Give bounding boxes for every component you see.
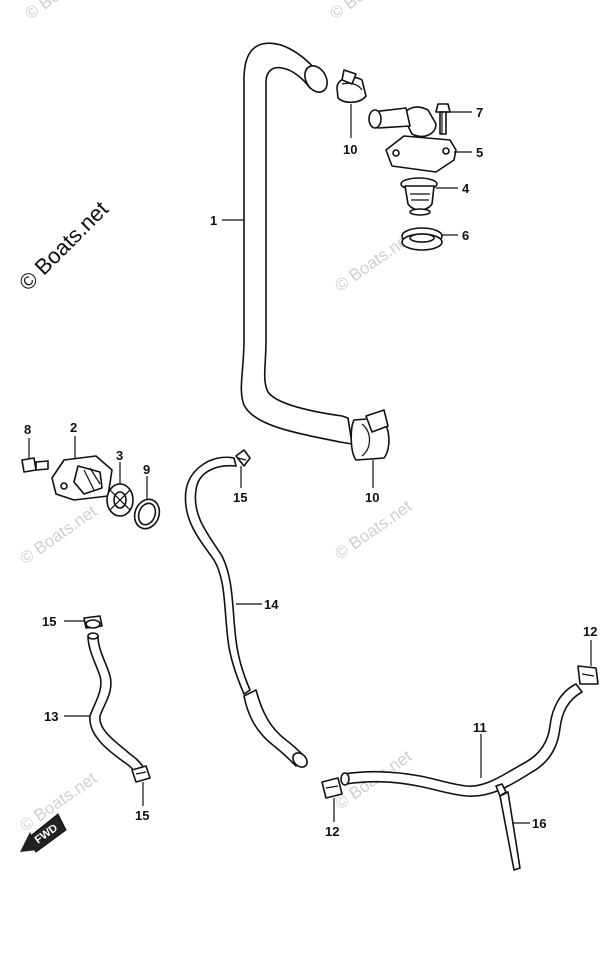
thermostat-part-4 <box>400 177 438 216</box>
callout-16: 16 <box>532 816 546 831</box>
callout-10-top: 10 <box>343 142 357 157</box>
callout-11: 11 <box>473 720 487 735</box>
callout-10-lower: 10 <box>365 490 379 505</box>
callout-15-b: 15 <box>42 614 56 629</box>
seal-part-6 <box>401 227 443 251</box>
copyright-label: © Boats.net <box>14 196 113 295</box>
clip-part-15-b <box>83 615 103 629</box>
callout-1: 1 <box>210 213 217 228</box>
callout-6: 6 <box>462 228 469 243</box>
pump-housing-part-2 <box>51 455 113 501</box>
watermark-text: © Boats.net <box>331 496 415 563</box>
watermark-text: © Boats.net <box>21 0 105 23</box>
thermostat-cover-part-5 <box>368 106 457 173</box>
callout-2: 2 <box>70 420 77 435</box>
callout-8: 8 <box>24 422 31 437</box>
hose-part-11 <box>340 683 583 797</box>
impeller-part-3 <box>106 483 134 517</box>
callout-7: 7 <box>476 105 483 120</box>
clip-part-12-right <box>577 665 599 685</box>
clip-part-10-top <box>336 69 367 104</box>
callout-5: 5 <box>476 145 483 160</box>
callout-numbers: 1 10 7 5 4 6 10 8 2 3 9 15 14 15 13 15 1… <box>24 105 597 839</box>
callout-12-right: 12 <box>583 624 597 639</box>
hose-part-1 <box>240 42 353 445</box>
cable-tie-part-16 <box>495 783 521 871</box>
callout-14: 14 <box>264 597 279 612</box>
callout-13: 13 <box>44 709 58 724</box>
o-ring-part-9 <box>133 498 161 530</box>
bolt-part-8 <box>21 457 49 473</box>
callout-4: 4 <box>462 181 470 196</box>
watermark-text: © Boats.net <box>326 0 410 23</box>
hose-part-13 <box>87 632 145 775</box>
hose-part-14 <box>184 456 308 768</box>
callout-15-a: 15 <box>233 490 247 505</box>
bolt-part-7 <box>435 103 451 135</box>
clip-part-15-a <box>235 449 251 467</box>
clip-part-15-c <box>131 765 151 783</box>
leader-lines <box>28 104 592 824</box>
watermark-text: © Boats.net <box>16 501 100 568</box>
callout-3: 3 <box>116 448 123 463</box>
callout-15-c: 15 <box>135 808 149 823</box>
clip-part-12-left <box>321 777 343 799</box>
clip-part-10-lower <box>350 409 390 461</box>
callout-9: 9 <box>143 462 150 477</box>
watermark-layer: © Boats.net © Boats.net © Boats.net © Bo… <box>16 0 415 835</box>
callout-12-left: 12 <box>325 824 339 839</box>
